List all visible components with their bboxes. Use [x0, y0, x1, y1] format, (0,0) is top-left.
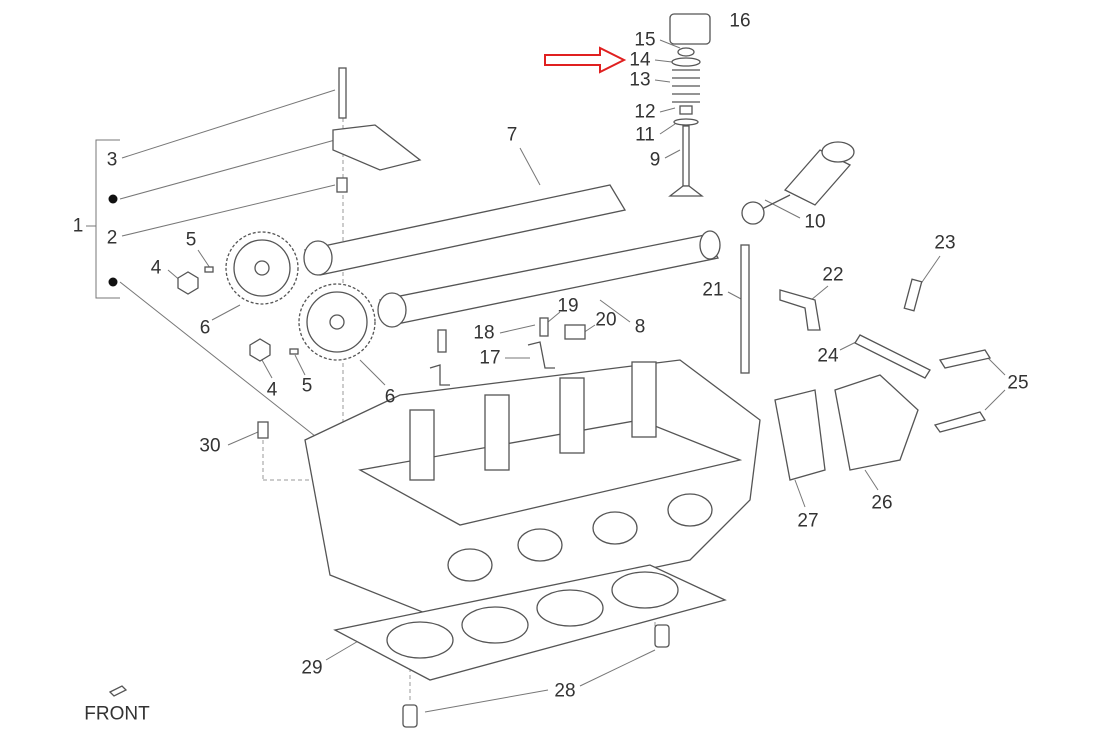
callout-2: 2 [106, 227, 118, 249]
callout-30: 30 [199, 435, 221, 457]
callout-22: 22 [822, 264, 844, 286]
callout-6: 6 [384, 386, 396, 408]
callout-18: 18 [473, 322, 495, 344]
callout-21: 21 [702, 279, 724, 301]
front-arrow-icon [108, 685, 128, 697]
callout-5: 5 [185, 229, 197, 251]
callout-10: 10 [804, 211, 826, 233]
right-side-parts [429, 244, 992, 481]
cam-cap [332, 67, 422, 193]
callout-11: 11 [635, 124, 655, 146]
callout-15: 15 [634, 29, 656, 51]
callout-29: 29 [301, 657, 323, 679]
callout-1: 1 [72, 215, 84, 237]
callout-25: 25 [1007, 372, 1029, 394]
callout-8: 8 [634, 316, 646, 338]
callout-13: 13 [629, 69, 651, 91]
head-gasket [333, 564, 727, 681]
callout-7: 7 [506, 124, 518, 146]
callout-14: 14 [629, 49, 651, 71]
camshafts [303, 184, 721, 328]
valve-assembly [668, 13, 711, 197]
callout-4: 4 [150, 257, 162, 279]
callout-23: 23 [934, 232, 956, 254]
callout-6: 6 [199, 317, 211, 339]
callout-5: 5 [301, 375, 313, 397]
tappet [741, 141, 855, 225]
group-bracket [86, 139, 120, 299]
callout-19: 19 [557, 295, 579, 317]
callout-3: 3 [106, 149, 118, 171]
dowels [257, 421, 670, 728]
highlight-arrow-icon [544, 46, 627, 74]
cylinder-head [304, 359, 761, 616]
callout-20: 20 [595, 309, 617, 331]
callout-12: 12 [634, 101, 656, 123]
callout-28: 28 [554, 680, 576, 702]
callout-17: 17 [479, 347, 501, 369]
cam-sprockets [177, 231, 376, 362]
callout-4: 4 [266, 379, 278, 401]
leader-lines [119, 21, 1006, 713]
callout-27: 27 [797, 510, 819, 532]
callout-24: 24 [817, 345, 839, 367]
callout-26: 26 [871, 492, 893, 514]
front-label: FRONT [84, 703, 150, 725]
callout-16: 16 [729, 10, 751, 32]
callout-9: 9 [649, 149, 661, 171]
